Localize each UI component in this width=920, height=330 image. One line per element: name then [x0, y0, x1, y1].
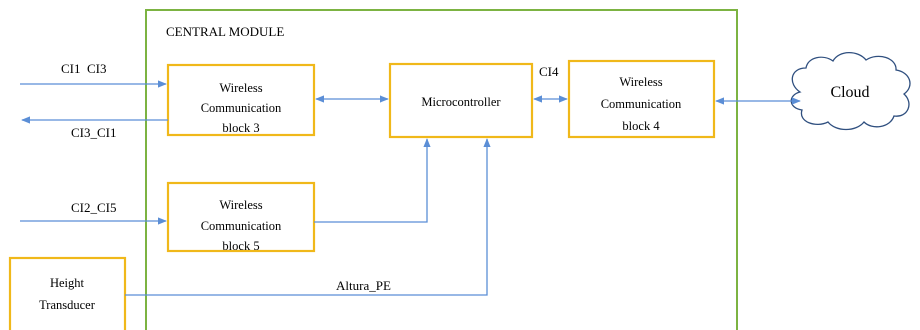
wireless-block-3-line1: Wireless [219, 81, 262, 95]
wireless-block-3-line2: Communication [201, 101, 282, 115]
signal-ci4: CI4 [539, 64, 559, 79]
microcontroller-label: Microcontroller [421, 95, 501, 109]
signal-ci2-ci5: CI2_CI5 [71, 200, 117, 215]
wireless-block-4: Wireless Communication block 4 [567, 59, 716, 139]
height-transducer-block: Height Transducer [8, 256, 127, 330]
wireless-block-3: Wireless Communication block 3 [166, 63, 316, 137]
cloud-label: Cloud [830, 84, 869, 101]
arrow-height-micro [125, 138, 491, 296]
height-transducer-line1: Height [50, 276, 85, 290]
central-module-title: CENTRAL MODULE [166, 24, 284, 39]
cloud-icon: Cloud [790, 51, 911, 131]
central-module-frame [145, 9, 738, 330]
signal-ci1-ci3: CI1 CI3 [61, 61, 107, 76]
wireless-block-5-line2: Communication [201, 219, 282, 233]
wireless-block-5-line3: block 5 [222, 239, 259, 253]
height-transducer-line2: Transducer [39, 298, 96, 312]
wireless-block-5: Wireless Communication block 5 [166, 181, 316, 253]
arrow-wcb5-micro [314, 138, 431, 223]
wireless-block-4-line3: block 4 [622, 119, 660, 133]
microcontroller-block: Microcontroller [388, 62, 534, 139]
wireless-block-3-line3: block 3 [222, 121, 259, 135]
signal-ci3-ci1: CI3_CI1 [71, 125, 117, 140]
wireless-block-4-line1: Wireless [619, 75, 662, 89]
signal-altura-pe: Altura_PE [336, 278, 391, 293]
wireless-block-5-line1: Wireless [219, 198, 262, 212]
wireless-block-4-line2: Communication [601, 97, 682, 111]
